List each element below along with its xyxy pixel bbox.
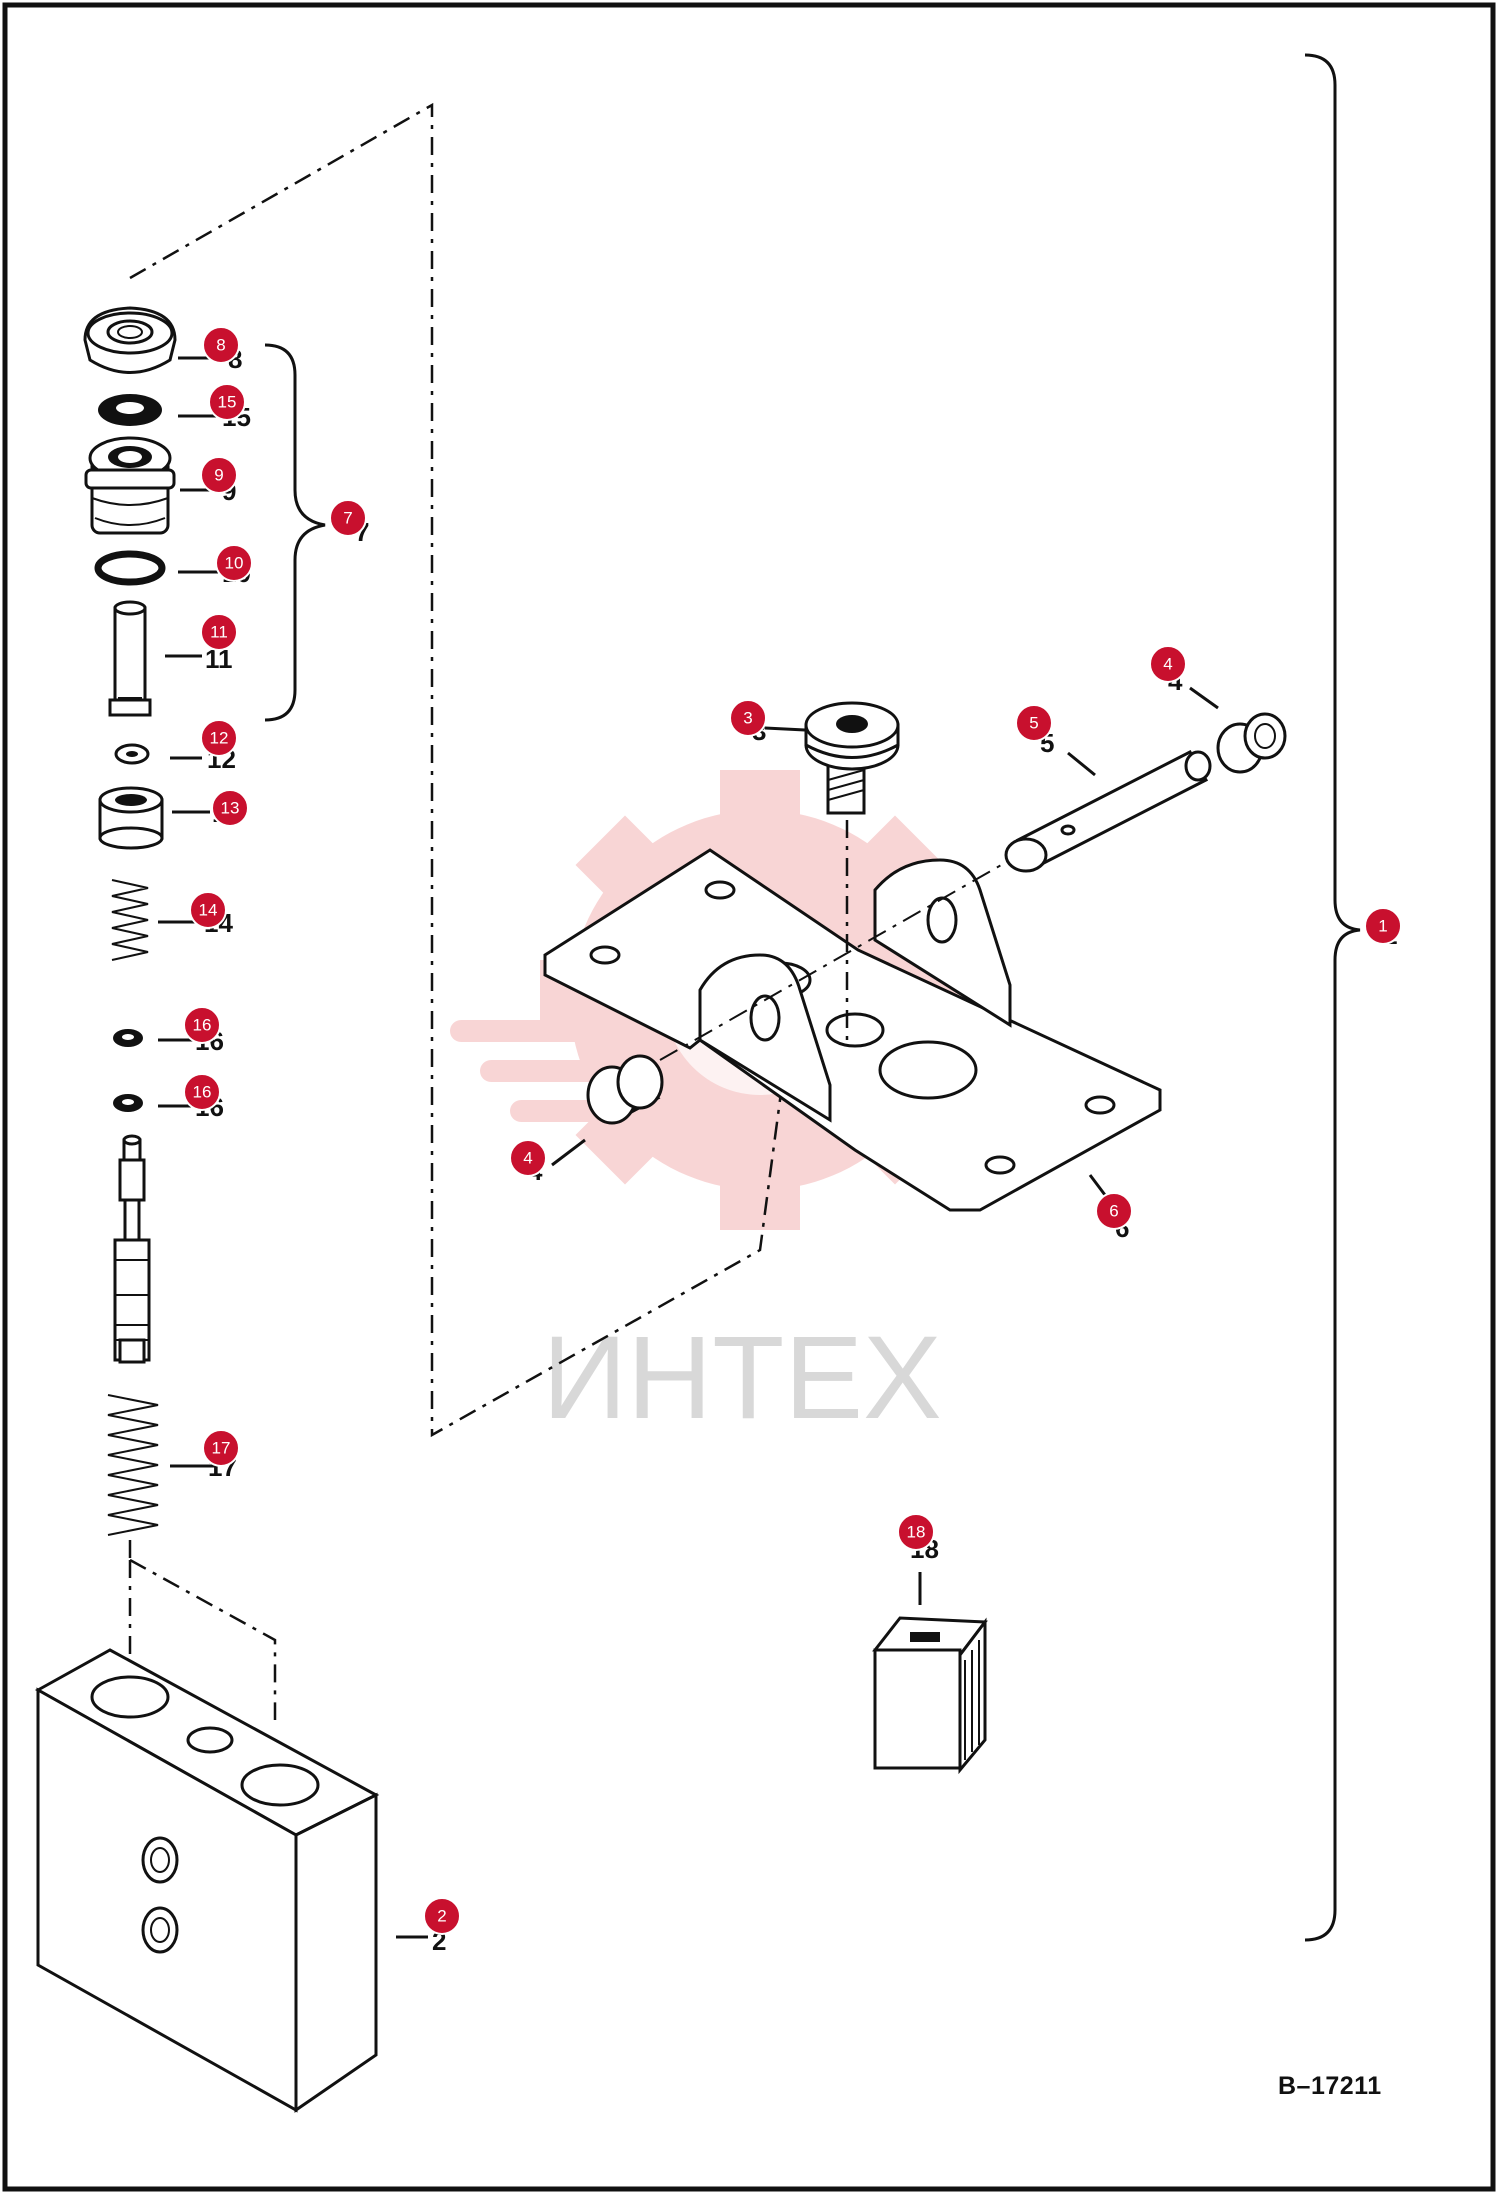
callout-label: 4 xyxy=(523,1149,532,1168)
assembly-brace xyxy=(1304,53,1361,1942)
callout-5: 5 xyxy=(1015,704,1053,742)
block-dash-line-right xyxy=(129,1558,277,1720)
subassembly-brace xyxy=(264,343,326,722)
callout-label: 8 xyxy=(216,336,225,355)
callout-6: 6 xyxy=(1095,1192,1133,1230)
callout-label: 2 xyxy=(437,1907,446,1926)
part-4-bushing-top xyxy=(1216,712,1287,774)
callout-label: 4 xyxy=(1163,655,1172,674)
part-17-spring xyxy=(107,1394,159,1536)
callout-label: 9 xyxy=(214,466,223,485)
part-2-valve-block xyxy=(34,1648,380,2113)
callout-label: 11 xyxy=(210,623,228,642)
drawing-number: B–17211 xyxy=(1278,2072,1382,2100)
watermark-text: ИНТЕХ xyxy=(542,1312,942,1444)
part-8-cap xyxy=(83,306,177,374)
part-16-washer-a xyxy=(113,1029,143,1047)
part-18-decal xyxy=(872,1616,988,1775)
part-10-o-ring xyxy=(94,550,166,586)
spool-pin xyxy=(113,1134,151,1364)
callout-label: 5 xyxy=(1029,714,1038,733)
callout-9: 9 xyxy=(200,456,238,494)
callout-10: 10 xyxy=(215,544,253,582)
callout-17: 17 xyxy=(202,1429,240,1467)
callout-4: 4 xyxy=(509,1139,547,1177)
callout-14: 14 xyxy=(189,891,227,929)
part-15-washer xyxy=(98,394,162,426)
callout-label: 1 xyxy=(1378,917,1387,936)
callout-1: 1 xyxy=(1364,907,1402,945)
callout-13: 13 xyxy=(211,789,249,827)
callout-7: 7 xyxy=(329,499,367,537)
callout-3: 3 xyxy=(729,699,767,737)
part-12-washer xyxy=(114,743,150,765)
callout-label: 7 xyxy=(343,509,352,528)
callout-label: 13 xyxy=(221,799,240,818)
callout-11: 11 xyxy=(200,613,238,651)
callout-label: 6 xyxy=(1109,1202,1118,1221)
assembly-dash-line xyxy=(129,102,786,1438)
callout-label: 3 xyxy=(743,709,752,728)
callout-15: 15 xyxy=(208,383,246,421)
callout-label: 17 xyxy=(212,1439,231,1458)
part-11-sleeve xyxy=(108,600,152,717)
callout-label: 14 xyxy=(199,901,218,920)
part-5-pin xyxy=(1004,750,1212,873)
callout-12: 12 xyxy=(200,719,238,757)
part-6-handle-plate xyxy=(543,848,1162,1212)
callout-label: 16 xyxy=(193,1083,212,1102)
callout-4: 4 xyxy=(1149,645,1187,683)
part-13-bushing xyxy=(98,786,164,850)
callout-16: 16 xyxy=(183,1073,221,1111)
callout-2: 2 xyxy=(423,1897,461,1935)
part-14-spring xyxy=(111,879,149,961)
callout-label: 15 xyxy=(218,393,237,412)
part-3-bolt xyxy=(804,701,900,815)
callout-16: 16 xyxy=(183,1006,221,1044)
callout-label: 18 xyxy=(907,1523,926,1542)
callout-label: 16 xyxy=(193,1016,212,1035)
callout-label: 10 xyxy=(225,554,244,573)
callout-18: 18 xyxy=(897,1513,935,1551)
callout-8: 8 xyxy=(202,326,240,364)
part-4-bushing-bottom xyxy=(586,1054,664,1125)
part-9-fitting xyxy=(84,436,176,535)
part-16-washer-b xyxy=(113,1094,143,1112)
callout-label: 12 xyxy=(210,729,229,748)
